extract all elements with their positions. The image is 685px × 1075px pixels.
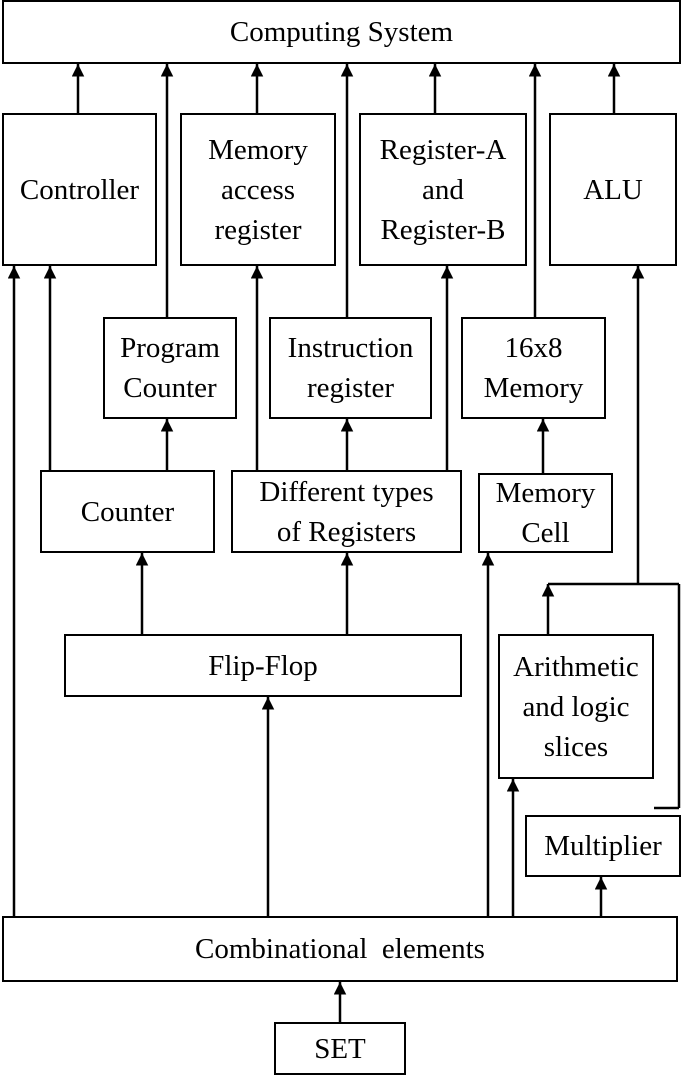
box-instruction-register: Instruction register [269,317,432,419]
box-memory-cell: Memory Cell [478,473,613,553]
box-computing-system: Computing System [2,0,681,64]
box-16x8-memory: 16x8 Memory [461,317,606,419]
box-combinational-elements: Combinational elements [2,916,678,982]
box-set: SET [274,1022,406,1075]
label-set: SET [314,1032,366,1065]
box-arithmetic-logic-slices: Arithmetic and logic slices [498,634,654,779]
box-controller: Controller [2,113,157,266]
box-register-a-b: Register-A and Register-B [359,113,527,266]
box-memory-access-register: Memory access register [180,113,336,266]
box-multiplier: Multiplier [525,815,681,877]
box-alu: ALU [549,113,677,266]
label-program-counter: Program Counter [120,332,220,404]
label-memory-access-register: Memory access register [208,133,308,246]
label-alu: ALU [583,173,643,206]
box-flip-flop: Flip-Flop [64,634,462,697]
label-memory-cell: Memory Cell [495,477,596,549]
label-controller: Controller [19,173,140,206]
label-different-registers: Different types of Registers [259,475,434,548]
label-flip-flop: Flip-Flop [208,649,318,682]
label-combinational-elements: Combinational elements [195,933,485,965]
label-counter: Counter [80,495,175,528]
label-instruction-register: Instruction register [287,332,414,404]
label-multiplier: Multiplier [544,830,662,862]
label-register-a-b: Register-A and Register-B [379,133,507,246]
label-16x8-memory: 16x8 Memory [483,332,584,404]
box-different-registers: Different types of Registers [231,470,462,553]
label-computing-system: Computing System [229,16,454,48]
box-counter: Counter [40,470,215,553]
box-program-counter: Program Counter [103,317,237,419]
label-arithmetic-logic-slices: Arithmetic and logic slices [513,650,639,763]
